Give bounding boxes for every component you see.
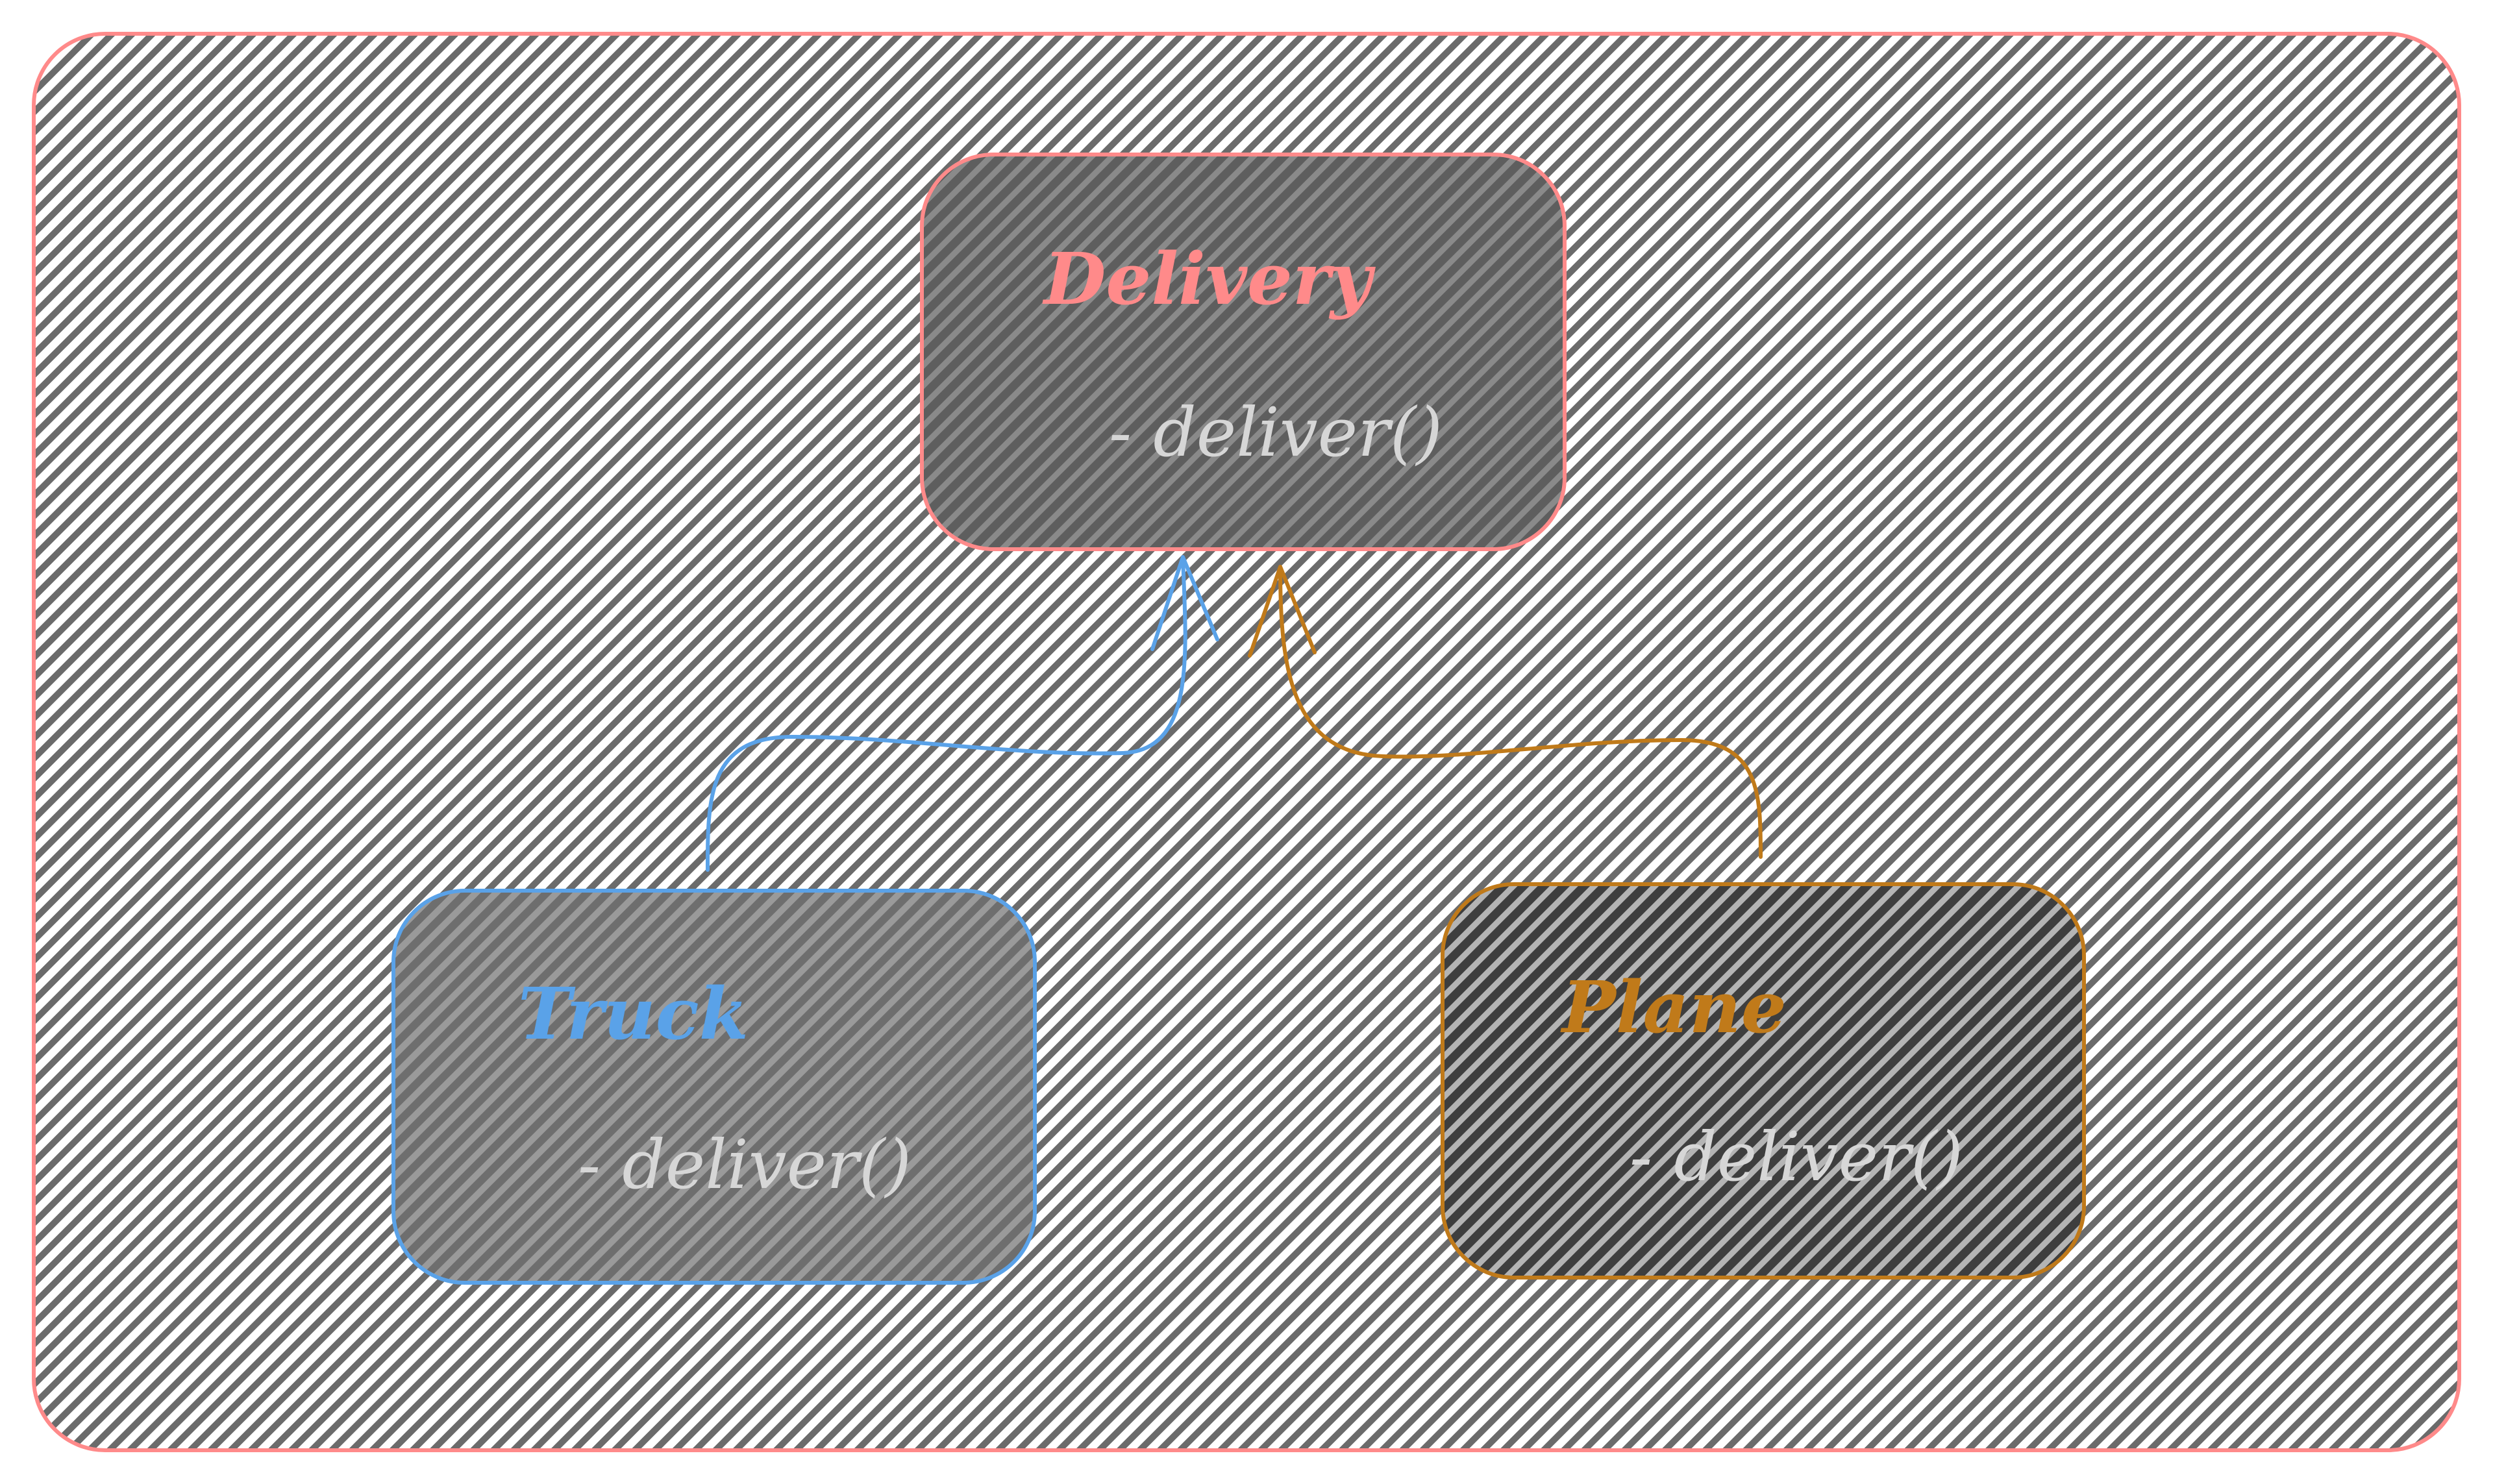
edge-plane-to-delivery bbox=[1248, 565, 1763, 859]
class-title-delivery: Delivery bbox=[1042, 237, 1376, 321]
edge-truck-to-delivery bbox=[706, 555, 1219, 872]
class-method-truck: - deliver() bbox=[578, 1125, 912, 1204]
class-box-plane[interactable]: Plane - deliver() bbox=[1441, 882, 2086, 1280]
class-title-plane: Plane bbox=[1560, 965, 1787, 1049]
arrowhead-truck-edge bbox=[1150, 555, 1219, 651]
class-method-delivery: - deliver() bbox=[1109, 393, 1443, 472]
class-method-plane: - deliver() bbox=[1630, 1117, 1963, 1196]
class-box-truck[interactable]: Truck - deliver() bbox=[391, 889, 1037, 1285]
class-box-delivery[interactable]: Delivery - deliver() bbox=[920, 153, 1567, 551]
arrowhead-plane-edge bbox=[1248, 565, 1317, 658]
class-title-truck: Truck bbox=[518, 972, 749, 1056]
